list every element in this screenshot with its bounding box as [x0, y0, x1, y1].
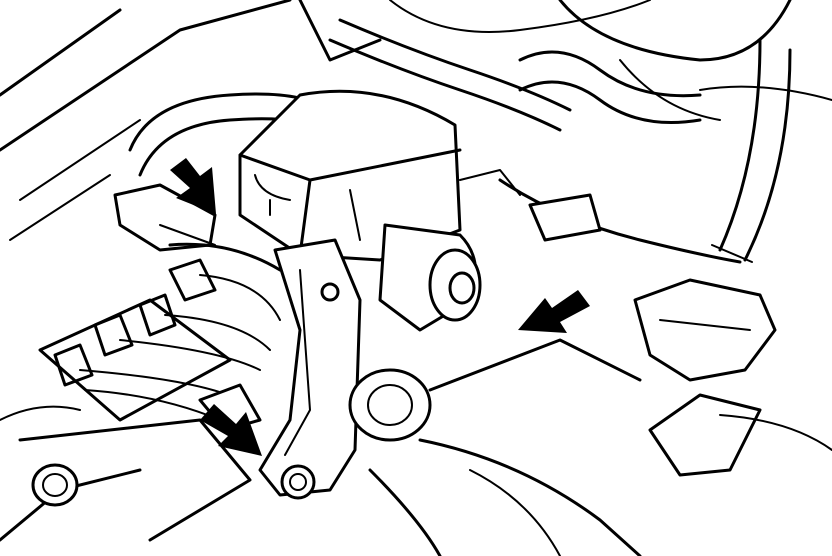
cable — [459, 169, 742, 264]
pointer-arrows — [170, 158, 590, 456]
right-pipe — [711, 38, 792, 263]
pump-motor — [378, 223, 482, 332]
arrow-bottom-left — [200, 404, 262, 456]
bracket-bolt — [280, 464, 316, 500]
arrow-right — [518, 290, 590, 333]
hydraulic-unit — [238, 89, 462, 262]
lower-pipes — [348, 338, 642, 556]
reservoir-cap — [633, 278, 832, 477]
background-structure — [0, 0, 832, 542]
arrow-top-left — [170, 158, 216, 214]
mounting-bracket — [258, 238, 362, 500]
